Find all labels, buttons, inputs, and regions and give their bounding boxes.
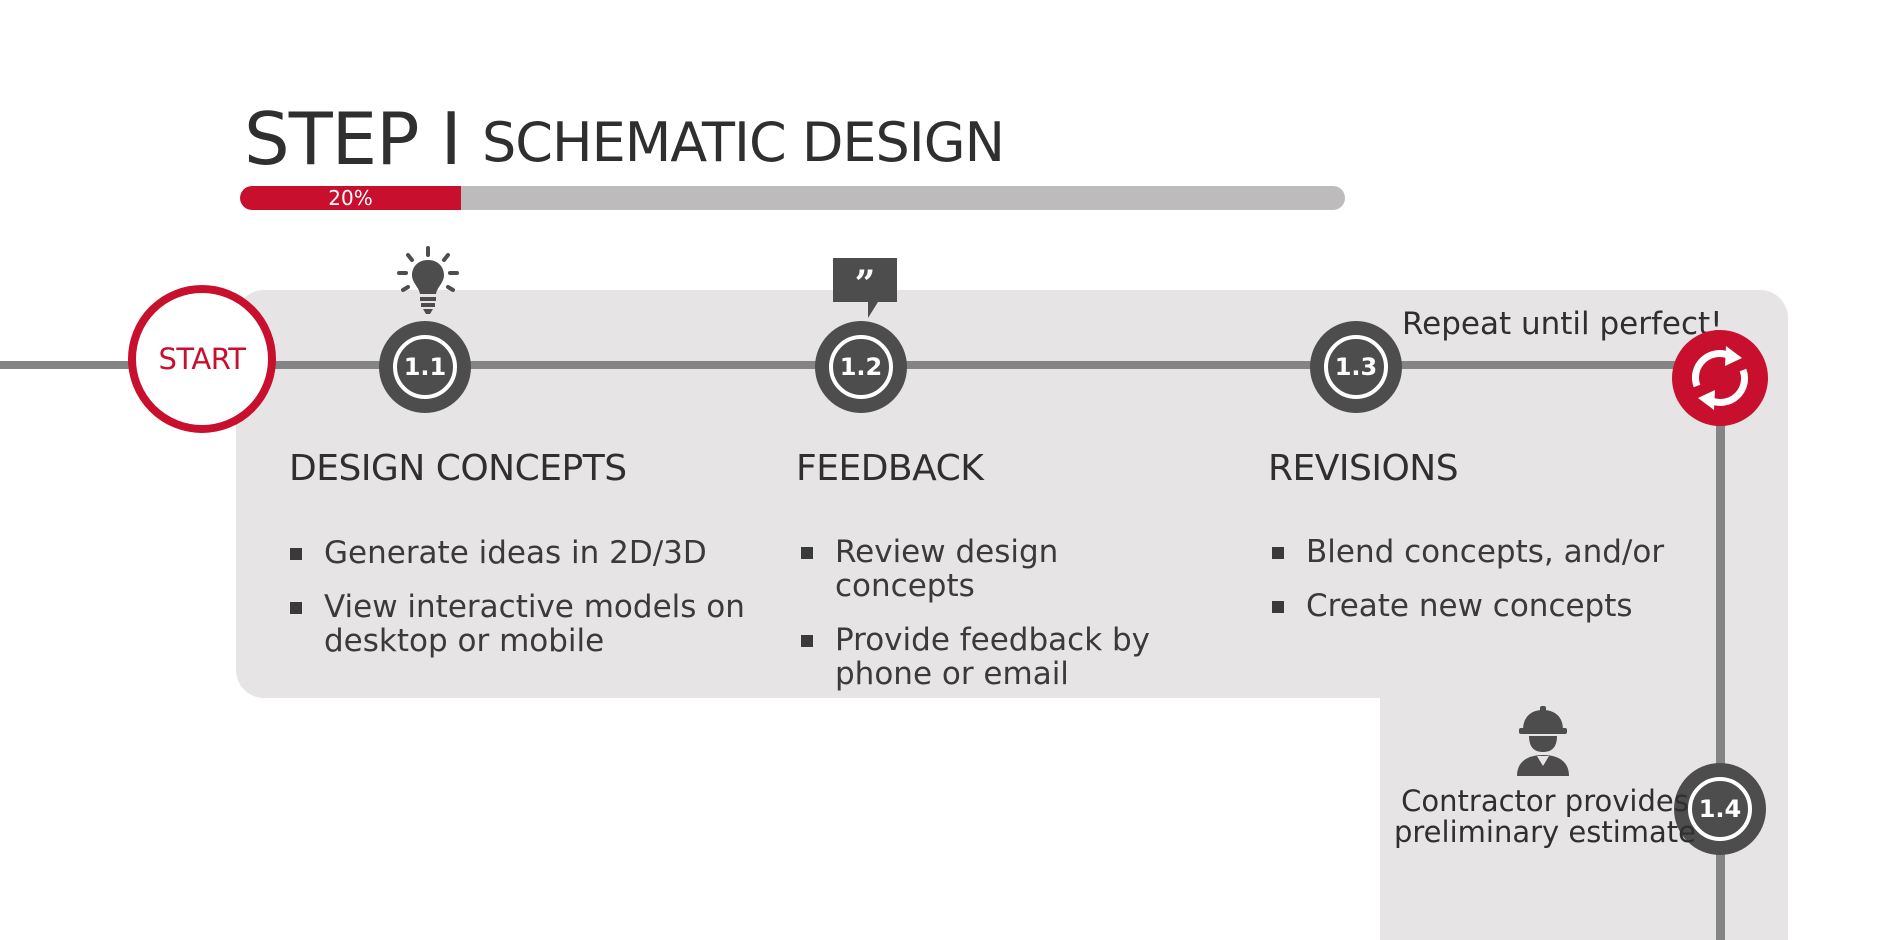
feedback-heading: FEEDBACK <box>796 448 984 489</box>
refresh-icon <box>1691 346 1749 410</box>
lightbulb-icon <box>397 246 459 314</box>
progress-bar: 20% <box>240 186 1345 210</box>
timeline-vertical-line <box>1716 378 1725 940</box>
quote-bubble-icon: ” <box>833 258 897 318</box>
steps-panel <box>236 290 1788 698</box>
list-item: Review design concepts <box>801 535 1201 603</box>
list-item: View interactive models on desktop or mo… <box>290 590 760 658</box>
progress-label: 20% <box>328 186 373 210</box>
list-item: Blend concepts, and/or <box>1272 535 1702 569</box>
revisions-list: Blend concepts, and/or Create new concep… <box>1272 535 1702 643</box>
start-node: START <box>128 285 276 433</box>
step-node-1-4: 1.4 <box>1674 763 1766 855</box>
design-concepts-list: Generate ideas in 2D/3D View interactive… <box>290 536 760 678</box>
list-item: Provide feedback by phone or email <box>801 623 1201 691</box>
start-label: START <box>158 342 246 376</box>
repeat-node <box>1672 330 1768 426</box>
svg-text:”: ” <box>855 263 876 305</box>
step-node-1-2: 1.2 <box>815 321 907 413</box>
progress-fill <box>240 186 461 210</box>
step-number: 1.1 <box>403 353 447 381</box>
design-concepts-heading: DESIGN CONCEPTS <box>289 448 627 489</box>
step-number: 1.2 <box>839 353 883 381</box>
repeat-label: Repeat until perfect! <box>1402 306 1723 342</box>
step-node-1-3: 1.3 <box>1310 321 1402 413</box>
revisions-heading: REVISIONS <box>1268 448 1459 489</box>
feedback-list: Review design concepts Provide feedback … <box>801 535 1201 711</box>
step-node-1-1: 1.1 <box>379 321 471 413</box>
step-number: 1.3 <box>1334 353 1378 381</box>
title-step: STEP I <box>244 97 462 181</box>
contractor-icon <box>1517 706 1569 776</box>
contractor-estimate-text: Contractor provides preliminary estimate <box>1393 784 1697 849</box>
step-number: 1.4 <box>1698 795 1742 823</box>
list-item: Generate ideas in 2D/3D <box>290 536 760 570</box>
list-item: Create new concepts <box>1272 589 1702 623</box>
title-name: SCHEMATIC DESIGN <box>482 111 1005 174</box>
